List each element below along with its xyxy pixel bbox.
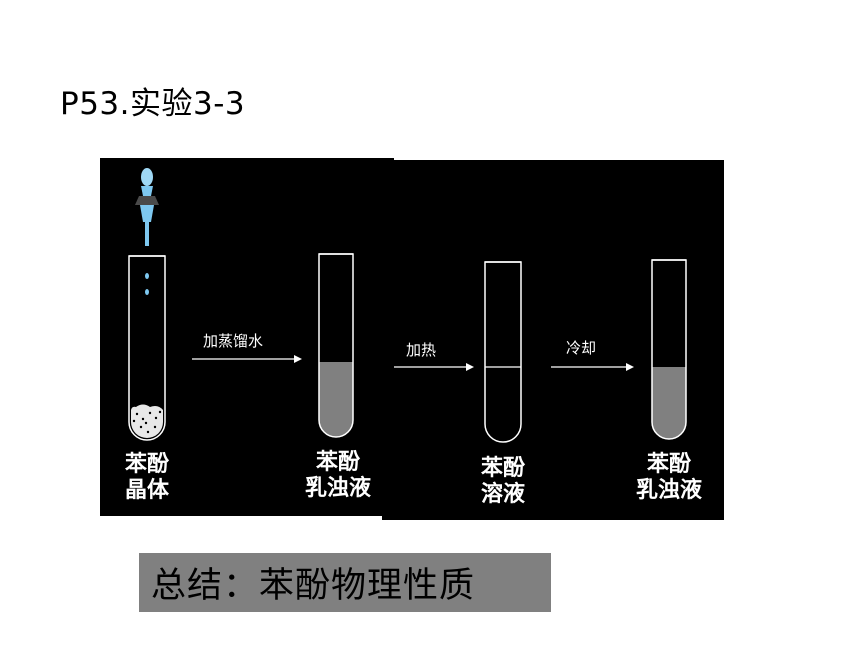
dropper-icon (135, 168, 159, 246)
arrow-label-cool: 冷却 (566, 339, 596, 357)
test-tube-emulsion-2 (651, 259, 687, 440)
label-phenol-solution-line2: 溶液 (481, 481, 525, 507)
diagram-panel-right (382, 160, 724, 520)
label-phenol-crystal-line2: 晶体 (125, 478, 170, 503)
arrow-heat: 加热 (394, 341, 474, 371)
label-phenol-emulsion-2-line1: 苯酚 (646, 452, 692, 477)
label-phenol-emulsion-1-line2: 乳浊液 (305, 475, 371, 501)
phenol-crystals-icon (131, 404, 163, 438)
label-phenol-emulsion-2-line2: 乳浊液 (636, 477, 702, 503)
test-tube-solution (484, 261, 522, 443)
water-drop-icon (145, 289, 149, 295)
arrow-label-add-water: 加蒸馏水 (203, 332, 263, 350)
slide-title: P53.实验3-3 (60, 86, 246, 122)
test-tube-emulsion-1 (318, 253, 354, 438)
label-phenol-emulsion-1-line1: 苯酚 (315, 450, 361, 475)
water-drop-icon (145, 273, 149, 279)
label-phenol-crystal-line1: 苯酚 (124, 452, 170, 477)
arrow-label-heat: 加热 (406, 341, 436, 359)
test-tube-crystal (128, 255, 166, 441)
arrow-cool: 冷却 (551, 339, 634, 371)
label-phenol-solution-line1: 苯酚 (480, 456, 526, 481)
summary-text: 总结：苯酚物理性质 (151, 566, 476, 606)
arrow-add-distilled-water: 加蒸馏水 (192, 332, 302, 363)
summary-box: 总结：苯酚物理性质 (139, 553, 551, 612)
